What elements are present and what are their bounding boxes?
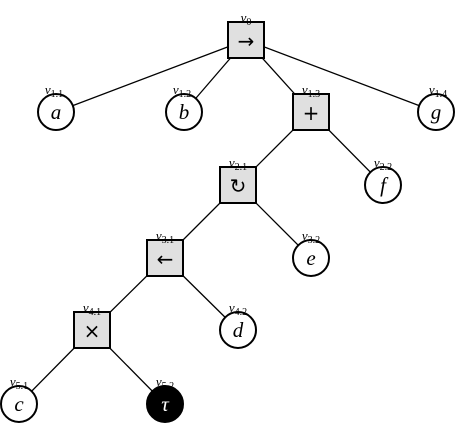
tree-nodes: →v0av1.1bv1.2+v1.3gv1.4↻v2.1fv2.2←v3.1ev… [0,10,455,423]
loop-operator-symbol: ↻ [230,174,247,198]
node-v1-1: av1.1 [37,82,75,131]
parallel-operator-symbol: + [303,101,320,125]
node-id-label: v5.1 [10,374,28,392]
edge-v0-to-v1-4 [245,39,437,113]
node-id-label: v4.2 [229,300,247,318]
node-id-label: v1.4 [429,82,447,100]
node-id-label: v2.1 [229,155,247,173]
node-id-label: v3.1 [156,228,174,246]
activity-circle [37,93,75,131]
sequence-operator-box [227,21,265,59]
node-v0: →v0 [227,10,265,59]
exclusive-choice-operator-box [73,311,111,349]
activity-label: b [179,100,190,124]
node-v2-1: ↻v2.1 [219,155,257,204]
node-id-label: v1.1 [45,82,63,100]
activity-label: d [233,318,244,342]
node-id-label: v0 [241,10,252,28]
node-v4-2: dv4.2 [219,300,257,349]
activity-circle [219,311,257,349]
node-v1-4: gv1.4 [417,82,455,131]
activity-label: f [380,173,389,197]
activity-circle [417,93,455,131]
node-v1-3: +v1.3 [292,82,330,131]
node-id-label: v5.2 [156,374,174,392]
node-v1-2: bv1.2 [165,82,203,131]
node-id-label: v1.3 [302,82,320,100]
activity-label: τ [161,392,170,416]
node-v3-1: ←v3.1 [146,228,184,277]
sequence-operator-symbol: → [238,29,255,53]
node-v5-2: τv5.2 [146,374,184,423]
exclusive-choice-operator-symbol: × [84,319,101,343]
activity-label: g [431,100,442,124]
node-id-label: v2.2 [374,155,392,173]
activity-label: e [306,246,315,270]
activity-circle [364,166,402,204]
node-v2-2: fv2.2 [364,155,402,204]
loop-operator-box [219,166,257,204]
activity-label: a [51,100,62,124]
tree-edges [18,39,437,405]
node-id-label: v4.1 [83,300,101,318]
activity-circle [0,385,38,423]
reverse-sequence-operator-box [146,239,184,277]
edge-v0-to-v1-1 [55,39,247,113]
node-id-label: v1.2 [173,82,191,100]
activity-circle [292,239,330,277]
parallel-operator-box [292,93,330,131]
activity-circle [165,93,203,131]
silent-activity-circle [146,385,184,423]
activity-label: c [14,392,24,416]
reverse-sequence-operator-symbol: ← [157,247,174,271]
node-v4-1: ×v4.1 [73,300,111,349]
node-v5-1: cv5.1 [0,374,38,423]
node-v3-2: ev3.2 [292,228,330,277]
node-id-label: v3.2 [302,228,320,246]
